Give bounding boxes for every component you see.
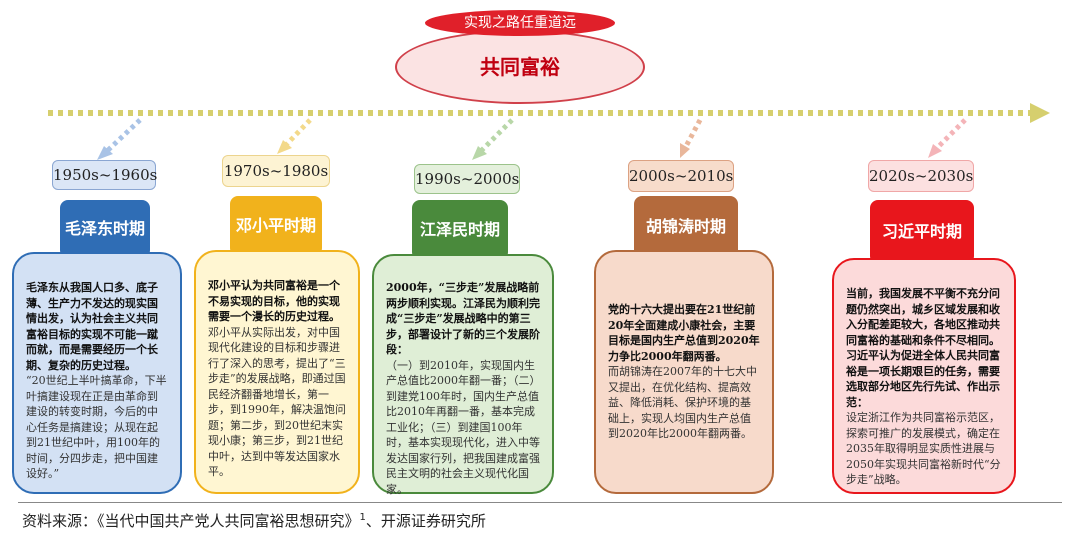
timeline-arrowhead — [1030, 103, 1050, 123]
content-box-1: 毛泽东从我国人口多、底子薄、生产力不发达的现实国情出发，认为社会主义共同富裕目标… — [12, 252, 182, 494]
source-text: 资料来源：《当代中国共产党人共同富裕思想研究》 — [22, 512, 360, 530]
leader-title-5: 习近平时期 — [870, 200, 974, 264]
leader-title-1: 毛泽东时期 — [60, 200, 150, 258]
content-bold-4: 党的十六大提出要在21世纪前20年全面建成小康社会，主要目标是国内生产总值到20… — [608, 303, 760, 363]
source-note: 资料来源：《当代中国共产党人共同富裕思想研究》1、开源证券研究所 — [22, 510, 486, 531]
content-normal-2: 邓小平从实际出发，对中国现代化建设的目标和步骤进行了深入的思考，提出了“三步走”… — [208, 325, 346, 479]
connector-5 — [928, 118, 967, 158]
main-title-ellipse — [395, 30, 645, 104]
content-box-3: 2000年，“三步走”发展战略前两步顺利实现。江泽民为顺利完成“三步走”发展战略… — [372, 254, 554, 496]
era-label-4: 2000s~2010s — [628, 160, 734, 192]
source-footnote-mark: 1 — [359, 512, 366, 523]
connector-1 — [97, 118, 142, 160]
era-label-2: 1970s~1980s — [222, 155, 330, 187]
connector-2 — [277, 118, 312, 154]
footer-divider — [18, 502, 1062, 503]
content-box-2: 邓小平认为共同富裕是一个不易实现的目标，他的实现需要一个漫长的历史过程。 邓小平… — [194, 250, 360, 494]
leader-title-2: 邓小平时期 — [230, 196, 322, 256]
connector-3 — [472, 118, 514, 160]
content-bold-2: 邓小平认为共同富裕是一个不易实现的目标，他的实现需要一个漫长的历史过程。 — [208, 279, 340, 323]
header-banner: 实现之路任重道远 — [425, 10, 615, 36]
content-bold-3: 2000年，“三步走”发展战略前两步顺利实现。江泽民为顺利完成“三步走”发展战略… — [386, 281, 540, 356]
content-bold-5: 当前，我国发展不平衡不充分问题仍然突出，城乡区域发展和收入分配差距较大，各地区推… — [846, 287, 1000, 409]
content-normal-3: （一）到2010年，实现国内生产总值比2000年翻一番；（二）到建党100年时，… — [386, 358, 540, 496]
content-bold-1: 毛泽东从我国人口多、底子薄、生产力不发达的现实国情出发，认为社会主义共同富裕目标… — [26, 281, 158, 372]
content-box-5: 当前，我国发展不平衡不充分问题仍然突出，城乡区域发展和收入分配差距较大，各地区推… — [832, 258, 1016, 494]
era-label-3: 1990s~2000s — [414, 164, 520, 194]
era-label-5: 2020s~2030s — [868, 160, 974, 192]
content-normal-4: 而胡锦涛在2007年的十七大中又提出，在优化结构、提高效益、降低消耗、保护环境的… — [608, 365, 757, 440]
leader-title-4: 胡锦涛时期 — [634, 196, 738, 258]
content-normal-1: “20世纪上半叶搞革命，下半叶搞建设现在正是由革命到建设的转变时期，今后的中心任… — [26, 374, 167, 480]
source-tail: 、开源证券研究所 — [365, 512, 486, 530]
era-label-1: 1950s~1960s — [52, 160, 157, 190]
main-title: 共同富裕 — [480, 55, 560, 79]
timeline-arrow — [48, 103, 1050, 160]
content-normal-5: 设定浙江作为共同富裕示范区，探索可推广的发展模式，确定在2035年取得明显实质性… — [846, 411, 1001, 486]
leader-title-3: 江泽民时期 — [412, 200, 508, 260]
content-box-4: 党的十六大提出要在21世纪前20年全面建成小康社会，主要目标是国内生产总值到20… — [594, 250, 774, 494]
connector-4 — [680, 118, 703, 158]
